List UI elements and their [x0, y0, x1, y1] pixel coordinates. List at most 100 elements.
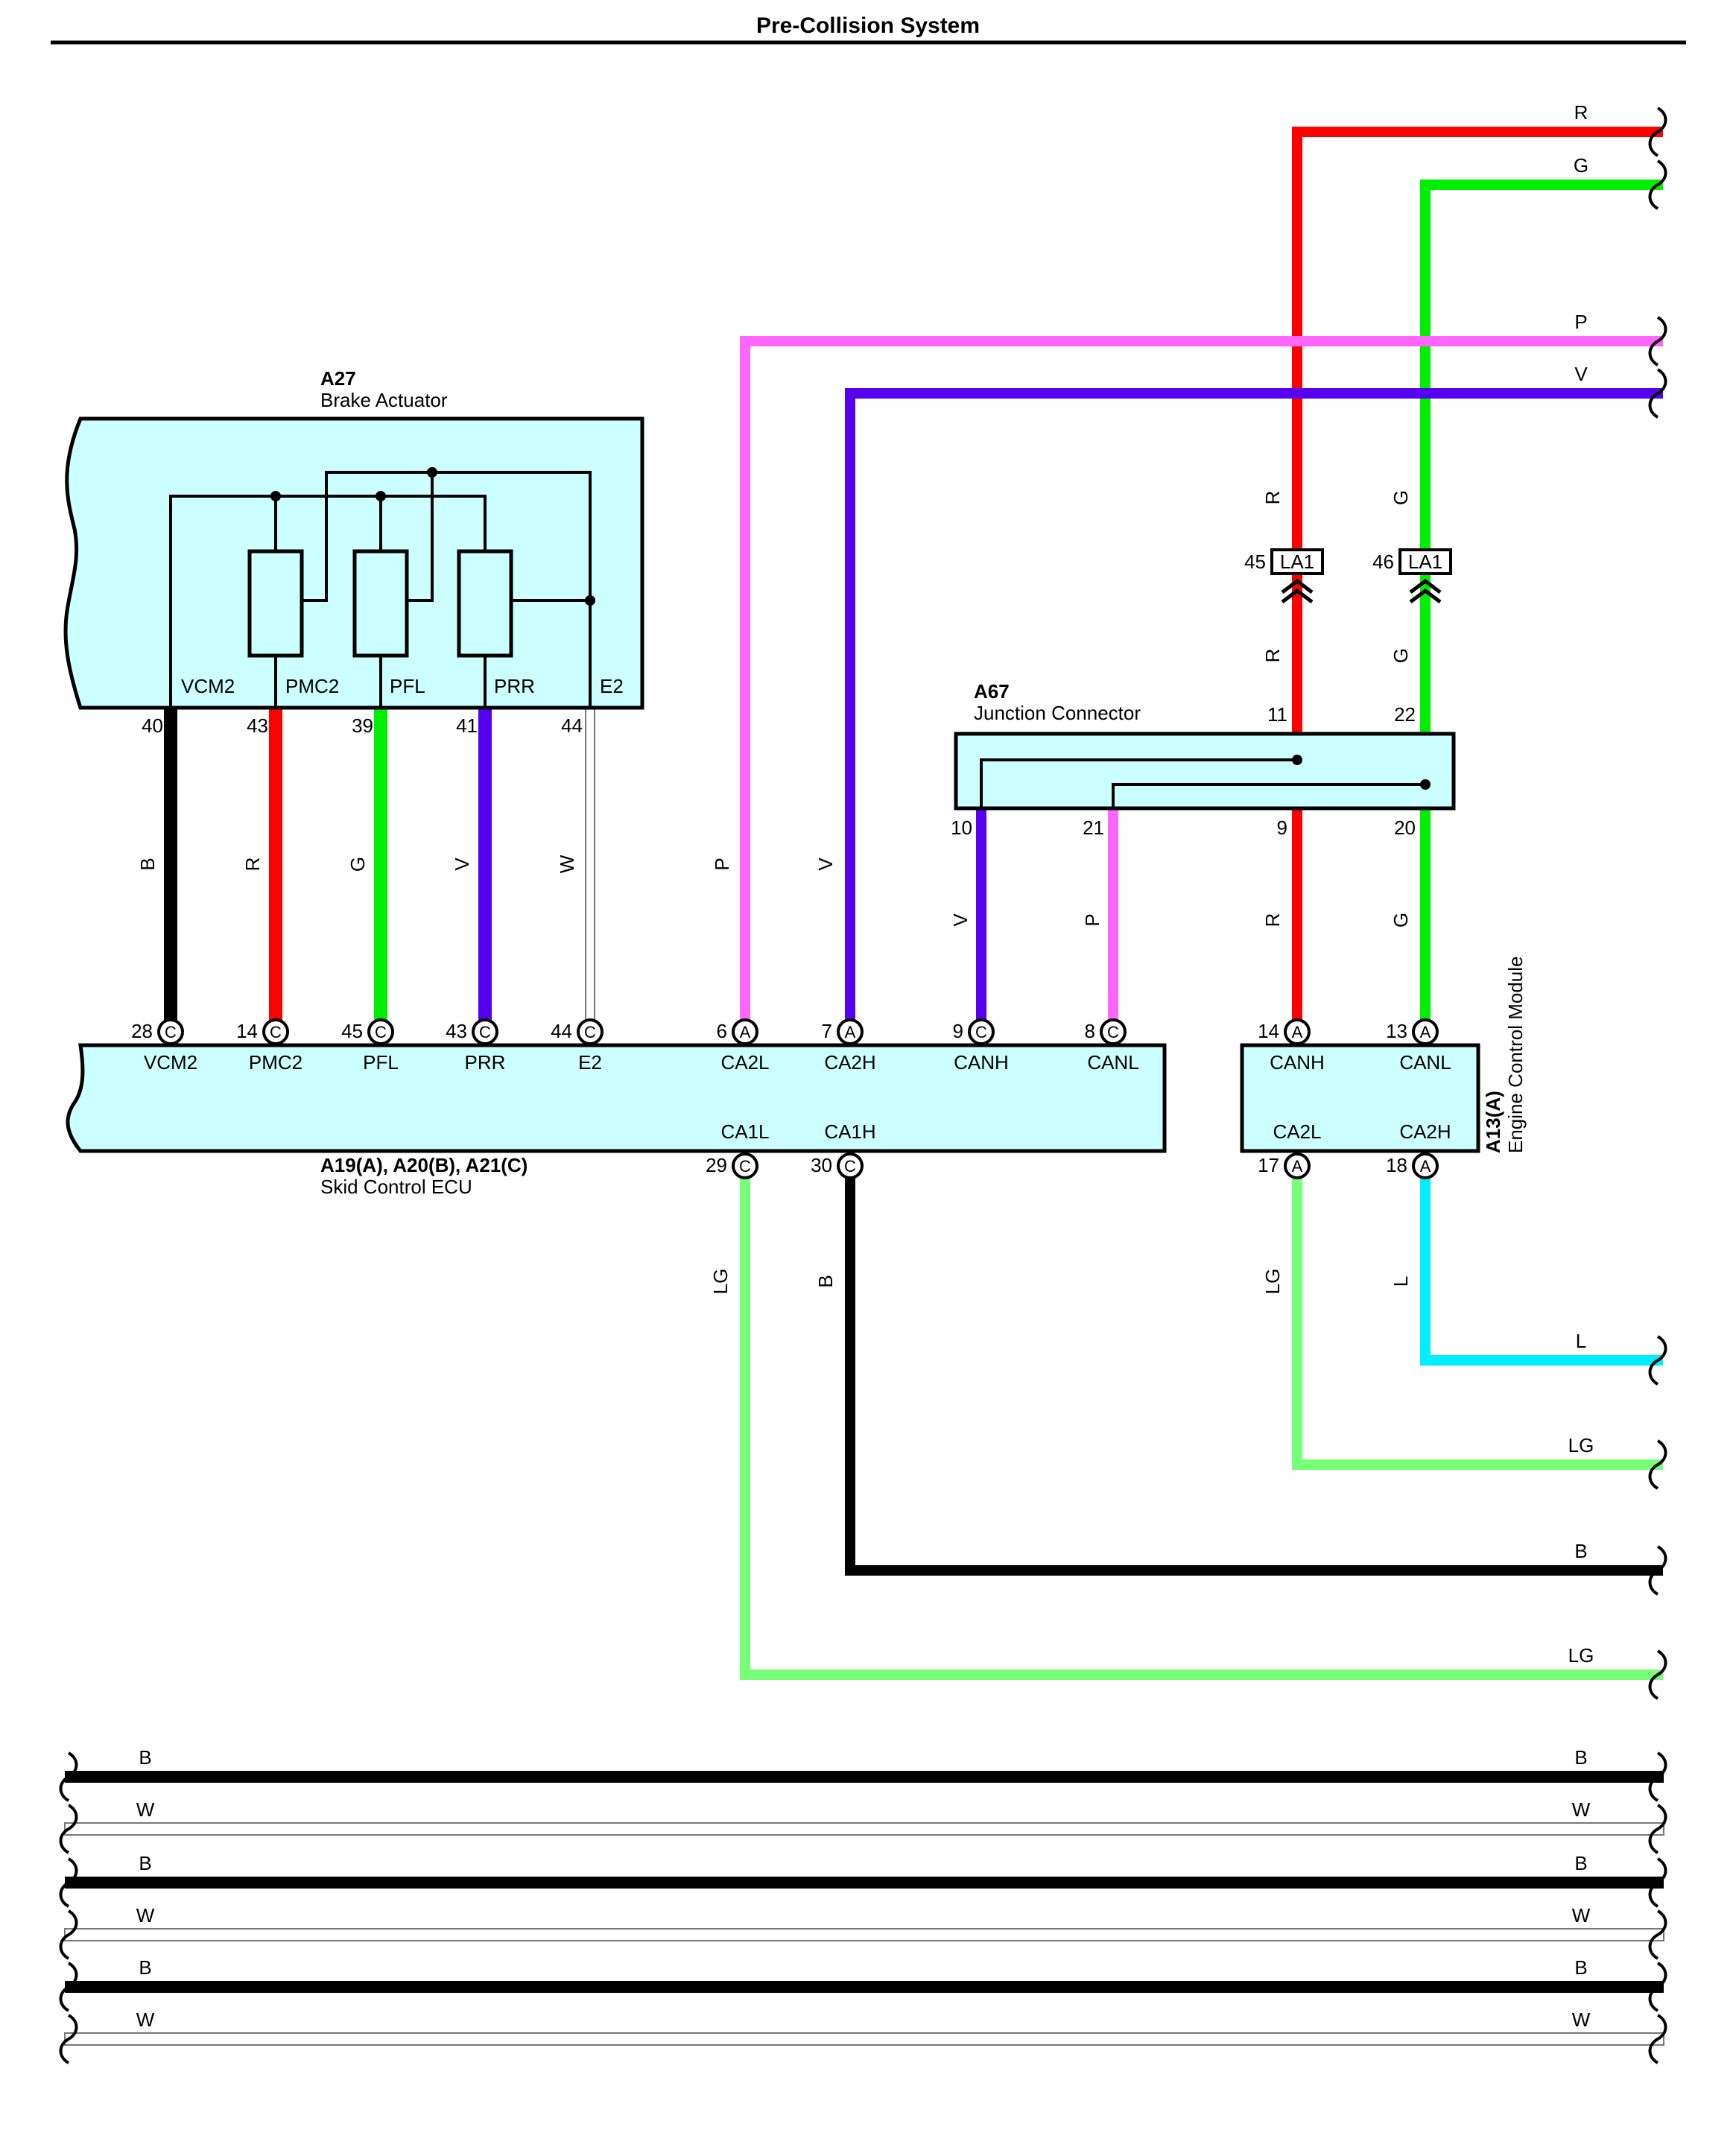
brake-actuator-code: A27: [320, 367, 356, 390]
ecu-pin-7: 7: [822, 1020, 832, 1042]
bus-label-left: B: [139, 1746, 151, 1769]
ecu-connector-pin-letter: C: [270, 1023, 282, 1041]
wire-break-mark: [59, 1804, 78, 1854]
actuator-circuit: [274, 656, 487, 708]
ecu-pin-28: 28: [131, 1020, 153, 1042]
ecu-terminal-pmc2: PMC2: [249, 1051, 302, 1074]
jc-wire-label: V: [949, 913, 972, 927]
exit-label: R: [1574, 101, 1588, 124]
bus-label-right: W: [1572, 2008, 1591, 2031]
junction-dot: [1420, 779, 1431, 790]
actuator-terminal-vcm2: VCM2: [181, 675, 235, 697]
wire-v-main: [845, 388, 1663, 1037]
ecu-connector-pin: [367, 1018, 394, 1045]
actuator-wire-label: B: [136, 857, 159, 870]
ecu-pin-9: 9: [953, 1020, 963, 1042]
wire-break-mark: [1648, 159, 1667, 210]
actuator-wire-label: V: [451, 857, 473, 871]
ecu-terminal-canh: CANH: [954, 1051, 1009, 1074]
ecu-terminal-pfl: PFL: [363, 1051, 399, 1074]
ecu-connector-pin: [472, 1018, 498, 1045]
exit-label: G: [1574, 154, 1588, 177]
page-title: Pre-Collision System: [756, 13, 980, 38]
jc-circuit: [980, 758, 1297, 808]
ecu-connector-pin-letter: A: [740, 1023, 751, 1041]
ecu-terminal-ca2l: CA2L: [720, 1051, 769, 1074]
actuator-terminal-pmc2: PMC2: [285, 675, 339, 697]
jc-pin-bottom: 20: [1394, 817, 1416, 839]
ecm-pin-14: 14: [1258, 1020, 1279, 1042]
ecu-connector-pin-letter: C: [165, 1023, 177, 1041]
ecu-terminal-ca1h: CA1H: [824, 1120, 875, 1143]
wire-break-mark: [59, 1909, 78, 1960]
wire-p-main: [740, 336, 1663, 1037]
junction-connector-box: [954, 732, 1456, 811]
wire-break-mark: [1648, 1909, 1667, 1960]
bus-label-right: W: [1572, 1798, 1591, 1821]
actuator-wire-label: G: [346, 857, 369, 872]
ecu-connector-pin-letter: A: [845, 1023, 856, 1041]
wire-break-mark: [1648, 2014, 1667, 2064]
ecu-connector-pin: [837, 1152, 864, 1179]
wire-break-mark: [1648, 1804, 1667, 1854]
ecu-connector-pin: [262, 1018, 289, 1045]
ecu-pin-29: 29: [706, 1154, 727, 1176]
ecm-pin-17: 17: [1258, 1154, 1279, 1176]
wire-break-mark: [1648, 1335, 1667, 1386]
ecu-connector-pin: [1100, 1018, 1127, 1045]
ecm-connector-pin-letter: A: [1292, 1157, 1303, 1176]
la1-chevrons: [1409, 578, 1442, 603]
la1-connector: [1398, 548, 1452, 575]
ecm-pin-18: 18: [1386, 1154, 1407, 1176]
wire-break-mark: [1648, 1545, 1667, 1596]
ecm-connector-pin-letter: A: [1420, 1023, 1431, 1041]
actuator-wire-label: W: [556, 854, 578, 873]
ecm-code: A13(A): [1482, 1091, 1504, 1153]
ecu-terminal-vcm2: VCM2: [144, 1051, 197, 1074]
ecu-connector-pin-letter: C: [375, 1023, 387, 1041]
wire-break-mark: [59, 2014, 78, 2064]
solenoid-coil: [457, 549, 513, 658]
wire-label-r: R: [1261, 913, 1284, 928]
wire-label-v: V: [814, 857, 837, 871]
wire-break-mark: [59, 1751, 78, 1802]
jc-pin-top: 22: [1394, 703, 1416, 726]
solenoid-coil: [247, 549, 304, 658]
wire-label-p: P: [711, 857, 733, 870]
wire-break-mark: [59, 1857, 78, 1908]
ecu-connector-pin-letter: C: [1107, 1023, 1119, 1041]
wire-label-r: R: [1261, 491, 1284, 505]
wire-label-l: L: [1390, 1276, 1412, 1287]
ecm-connector-pin: [1284, 1152, 1311, 1179]
ecu-pin-30: 30: [811, 1154, 832, 1176]
engine-ecm-box: [1240, 1043, 1480, 1153]
wire-break-mark: [1648, 316, 1667, 367]
exit-label: LG: [1568, 1434, 1594, 1456]
skid-ecu-box: [66, 1043, 1167, 1153]
bus-label-right: B: [1574, 1956, 1587, 1979]
ecu-connector-pin: [968, 1018, 995, 1045]
ecu-name: Skid Control ECU: [320, 1176, 472, 1198]
bus-label-right: W: [1572, 1904, 1591, 1927]
ecu-terminal-prr: PRR: [465, 1051, 506, 1074]
wire-lg-ecm: [1292, 1161, 1663, 1470]
jc-pin-bottom: 21: [1083, 817, 1104, 839]
la1-connector: [1270, 548, 1324, 575]
la1-label: LA1: [1280, 551, 1314, 573]
bus-label-left: W: [136, 1798, 155, 1821]
junction-dot: [270, 491, 281, 501]
ecm-connector-pin: [1412, 1018, 1439, 1045]
junction-dot: [427, 467, 437, 478]
ecu-pin-43: 43: [446, 1020, 467, 1042]
wire-g-main: [1420, 180, 1663, 1037]
ecu-connector-pin-letter: C: [844, 1157, 856, 1176]
jc-circuit: [1112, 783, 1425, 808]
wire-label-lg: LG: [709, 1269, 732, 1295]
wire-break-mark: [1648, 368, 1667, 419]
wire-break-mark: [1648, 1857, 1667, 1908]
components: [63, 416, 1480, 1153]
junction-dot: [376, 491, 386, 501]
junction-dot: [585, 595, 595, 606]
